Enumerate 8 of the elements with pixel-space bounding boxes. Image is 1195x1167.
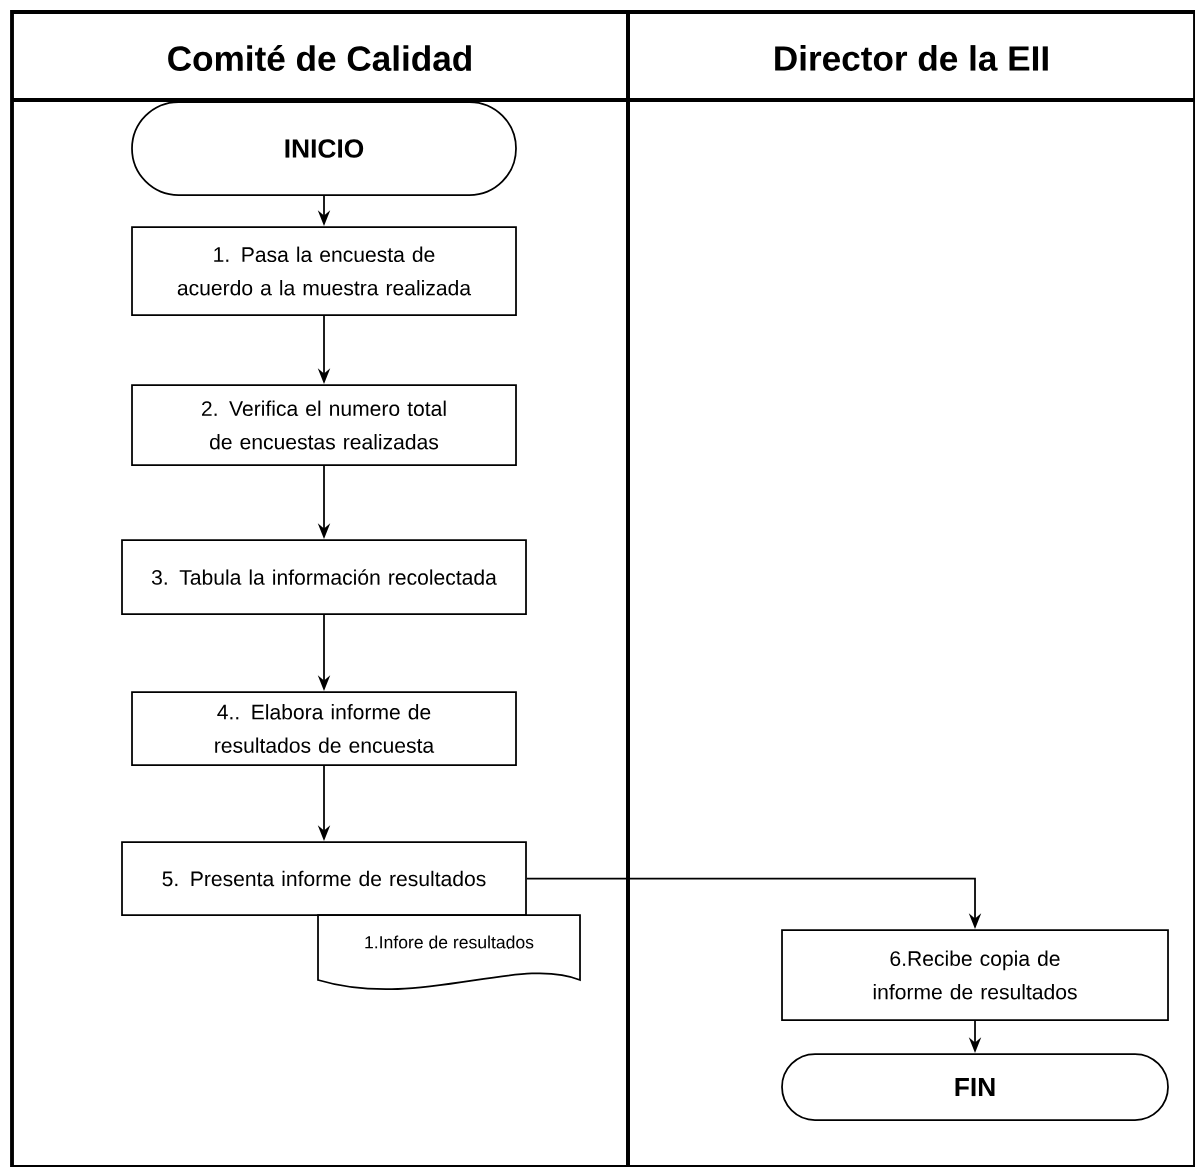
process-box: 5. Presenta informe de resultados [121,841,527,916]
terminal-box: FIN [781,1053,1169,1121]
process-box: 3. Tabula la información recolectada [121,539,527,615]
process-box: 4.. Elabora informe de resultados de encuesta [131,691,517,766]
terminal-box: INICIO [131,101,517,196]
process-box: 1. Pasa la encuesta de acuerdo a la muestra realizada [131,226,517,316]
process-box: 2. Verifica el numero total de encuestas realizadas [131,384,517,466]
process-box: 6.Recibe copia de informe de resultados [781,929,1169,1021]
